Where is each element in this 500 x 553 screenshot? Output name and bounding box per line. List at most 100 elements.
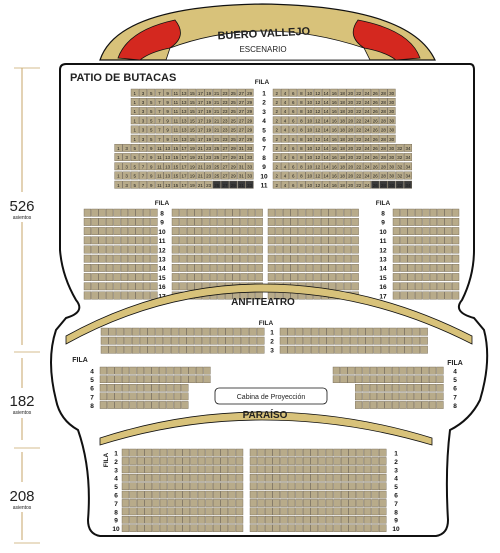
seat[interactable] <box>247 273 256 281</box>
seat[interactable] <box>181 366 189 375</box>
seat[interactable] <box>310 507 318 516</box>
seat[interactable] <box>415 273 423 281</box>
seat[interactable] <box>365 345 374 354</box>
seat[interactable] <box>351 245 359 254</box>
seat[interactable] <box>248 327 257 336</box>
seat[interactable] <box>217 264 225 272</box>
seat[interactable] <box>336 273 344 281</box>
seat[interactable] <box>129 375 137 384</box>
seat[interactable] <box>400 217 408 226</box>
seat[interactable] <box>167 507 175 516</box>
seat[interactable] <box>330 97 339 106</box>
seat[interactable] <box>325 482 334 491</box>
seat[interactable] <box>190 448 198 457</box>
seat[interactable] <box>333 490 341 499</box>
seat[interactable] <box>437 282 445 291</box>
seat[interactable] <box>135 273 143 281</box>
seat[interactable] <box>129 507 137 516</box>
seat[interactable] <box>114 162 123 171</box>
seat[interactable] <box>346 116 355 125</box>
seat[interactable] <box>330 134 339 143</box>
seat[interactable] <box>305 254 314 263</box>
seat[interactable] <box>151 366 159 375</box>
seat[interactable] <box>120 227 129 235</box>
seat[interactable] <box>295 345 304 354</box>
seat[interactable] <box>452 254 460 263</box>
seat[interactable] <box>371 457 379 465</box>
seat[interactable] <box>150 208 158 217</box>
seat[interactable] <box>395 143 404 152</box>
seat[interactable] <box>152 457 160 465</box>
seat[interactable] <box>318 345 327 354</box>
seat[interactable] <box>237 97 246 106</box>
seat[interactable] <box>407 282 415 291</box>
seat[interactable] <box>163 153 172 161</box>
seat[interactable] <box>83 217 92 226</box>
seat[interactable] <box>229 88 238 97</box>
seat[interactable] <box>303 524 311 532</box>
seat[interactable] <box>121 474 130 482</box>
seat[interactable] <box>204 143 213 152</box>
seat[interactable] <box>297 97 306 106</box>
seat[interactable] <box>135 254 143 263</box>
seat[interactable] <box>255 236 263 245</box>
seat[interactable] <box>151 392 159 401</box>
seat[interactable] <box>220 465 229 474</box>
seat[interactable] <box>212 171 221 180</box>
seat[interactable] <box>174 499 183 507</box>
seat[interactable] <box>212 107 221 116</box>
seat[interactable] <box>289 143 298 152</box>
seat[interactable] <box>212 88 221 97</box>
seat[interactable] <box>142 236 151 245</box>
seat[interactable] <box>392 217 401 226</box>
seat[interactable] <box>338 153 347 161</box>
seat[interactable] <box>158 392 167 401</box>
seat[interactable] <box>152 524 160 532</box>
seat[interactable] <box>204 107 213 116</box>
seat[interactable] <box>100 327 109 336</box>
seat[interactable] <box>303 507 311 516</box>
seat[interactable] <box>343 208 352 217</box>
seat[interactable] <box>421 392 429 401</box>
seat[interactable] <box>190 457 198 465</box>
seat[interactable] <box>379 499 387 507</box>
seat[interactable] <box>343 236 352 245</box>
seat[interactable] <box>387 116 396 125</box>
seat[interactable] <box>171 143 180 152</box>
seat[interactable] <box>290 264 298 272</box>
seat[interactable] <box>371 499 379 507</box>
seat[interactable] <box>147 116 156 125</box>
seat[interactable] <box>341 499 349 507</box>
seat[interactable] <box>289 97 298 106</box>
seat[interactable] <box>283 273 291 281</box>
seat[interactable] <box>225 336 234 345</box>
seat[interactable] <box>171 107 180 116</box>
seat[interactable] <box>135 291 143 300</box>
seat[interactable] <box>289 180 298 189</box>
seat[interactable] <box>406 401 415 409</box>
seat[interactable] <box>129 465 137 474</box>
seat[interactable] <box>114 171 123 180</box>
seat[interactable] <box>400 208 408 217</box>
seat[interactable] <box>429 264 438 272</box>
seat[interactable] <box>155 171 164 180</box>
seat[interactable] <box>144 465 153 474</box>
seat[interactable] <box>232 245 241 254</box>
seat[interactable] <box>98 245 106 254</box>
seat[interactable] <box>163 180 172 189</box>
seat[interactable] <box>357 336 366 345</box>
seat[interactable] <box>310 448 318 457</box>
seat[interactable] <box>229 125 238 134</box>
seat[interactable] <box>255 217 263 226</box>
seat[interactable] <box>444 245 452 254</box>
seat[interactable] <box>197 516 206 524</box>
seat[interactable] <box>205 457 213 465</box>
seat[interactable] <box>209 236 218 245</box>
seat[interactable] <box>113 217 121 226</box>
seat[interactable] <box>362 392 370 401</box>
seat[interactable] <box>281 88 290 97</box>
seat[interactable] <box>91 264 99 272</box>
seat[interactable] <box>313 254 321 263</box>
seat[interactable] <box>224 227 233 235</box>
seat[interactable] <box>196 97 205 106</box>
